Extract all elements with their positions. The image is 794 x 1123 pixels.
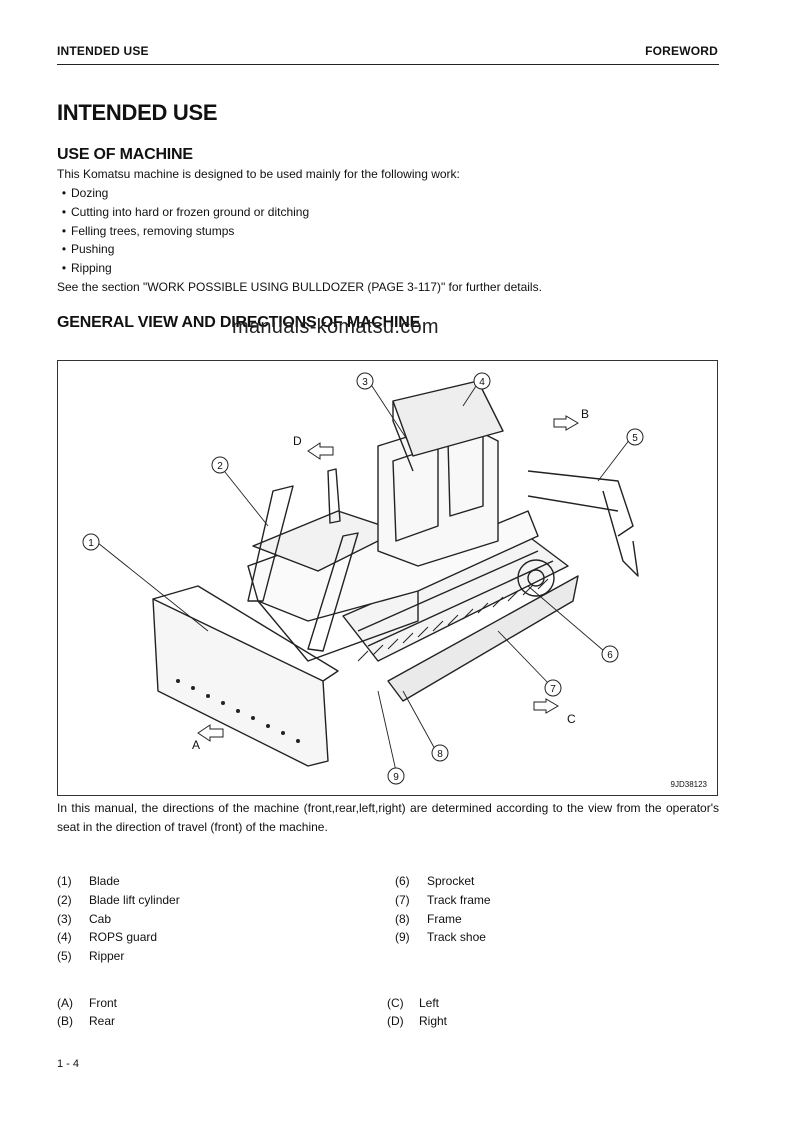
legend-number: (4) (57, 930, 72, 944)
direction-number: (B) (57, 1014, 73, 1028)
legend-number: (5) (57, 949, 72, 963)
legend-label: Track frame (427, 893, 491, 907)
section-heading-use-of-machine: USE OF MACHINE (57, 146, 193, 163)
direction-number: (D) (387, 1014, 404, 1028)
legend-item: (1) Blade (57, 872, 120, 891)
legend-label: ROPS guard (89, 930, 158, 944)
callout-label: 1 (88, 538, 94, 549)
callout-label: 8 (437, 749, 443, 760)
legend-number: (6) (395, 874, 410, 888)
legend-number: (3) (57, 912, 72, 926)
direction-name: Rear (89, 1014, 116, 1028)
callout-circle (211, 456, 229, 474)
legend-label: Ripper (89, 949, 125, 963)
direction-number: (A) (57, 996, 73, 1010)
direction-name: Left (419, 996, 440, 1010)
legend-item: (7) Track frame (395, 891, 491, 910)
bulldozer-illustration: 1 2 3 4 5 6 7 8 9 A B C D (82, 372, 644, 785)
callout-label: 4 (479, 377, 485, 388)
work-list: Dozing Cutting into hard or frozen groun… (57, 184, 309, 278)
direction-name: Front (89, 996, 118, 1010)
list-item: Pushing (57, 240, 309, 259)
legend-number: (7) (395, 893, 410, 907)
direction-item: (C) Left (387, 994, 439, 1013)
page-title: INTENDED USE (57, 100, 218, 125)
direction-label: C (567, 712, 576, 726)
callout-label: 3 (362, 377, 368, 388)
legend-label: Blade (89, 874, 120, 888)
list-item: Cutting into hard or frozen ground or di… (57, 203, 309, 222)
legend-item: (2) Blade lift cylinder (57, 891, 180, 910)
page-number: 1 - 4 (57, 1058, 80, 1070)
legend-label: Frame (427, 912, 462, 926)
arrow-front-icon (197, 724, 224, 742)
list-item: Felling trees, removing stumps (57, 222, 309, 241)
direction-label: D (293, 434, 302, 448)
watermark: manuals-komatsu.com (232, 316, 439, 338)
see-also-text: See the section "WORK POSSIBLE USING BUL… (57, 280, 542, 294)
legend-number: (8) (395, 912, 410, 926)
direction-item: (D) Right (387, 1012, 447, 1031)
legend-label: Blade lift cylinder (89, 893, 180, 907)
arrow-right-icon (307, 442, 334, 460)
legend-label: Sprocket (427, 874, 475, 888)
legend-item: (3) Cab (57, 910, 111, 929)
arrow-rear-icon (553, 415, 579, 431)
direction-label: B (581, 407, 589, 421)
callout-circle (544, 679, 562, 697)
legend-item: (9) Track shoe (395, 928, 486, 947)
legend-item: (4) ROPS guard (57, 928, 157, 947)
section-heading-general-view: GENERAL VIEW AND DIRECTIONS OF MACHINE (57, 314, 421, 331)
callout-circle (82, 533, 100, 551)
running-header-right: FOREWORD (645, 44, 718, 58)
direction-description: In this manual, the directions of the ma… (57, 801, 719, 834)
callout-circle (601, 645, 619, 663)
callout-circle (473, 372, 491, 390)
legend-item: (6) Sprocket (395, 872, 474, 891)
legend-item: (8) Frame (395, 910, 462, 929)
callout-label: 5 (632, 433, 638, 444)
list-item: Dozing (57, 184, 309, 203)
callout-label: 9 (393, 772, 399, 783)
callout-circle (387, 767, 405, 785)
callout-label: 7 (550, 684, 556, 695)
bulldozer-figure: 1 2 3 4 5 6 7 8 9 A B C D 9JD38123 (57, 360, 718, 796)
intro-text: This Komatsu machine is designed to be u… (57, 167, 460, 181)
direction-item: (A) Front (57, 994, 117, 1013)
legend-label: Track shoe (427, 930, 486, 944)
direction-label: A (192, 738, 200, 752)
legend-label: Cab (89, 912, 112, 926)
figure-code: 9JD38123 (670, 780, 707, 789)
callout-circle (626, 428, 644, 446)
legend-number: (2) (57, 893, 72, 907)
callout-circle (356, 372, 374, 390)
running-header-left: INTENDED USE (57, 44, 149, 58)
legend-number: (1) (57, 874, 72, 888)
direction-item: (B) Rear (57, 1012, 115, 1031)
callout-circle (431, 744, 449, 762)
callout-label: 6 (607, 650, 613, 661)
arrow-left-icon (533, 698, 559, 714)
direction-number: (C) (387, 996, 404, 1010)
legend-number: (9) (395, 930, 410, 944)
direction-name: Right (419, 1014, 448, 1028)
callout-label: 2 (217, 461, 223, 472)
list-item: Ripping (57, 259, 309, 278)
legend-item: (5) Ripper (57, 947, 124, 966)
header-rule (57, 64, 719, 65)
